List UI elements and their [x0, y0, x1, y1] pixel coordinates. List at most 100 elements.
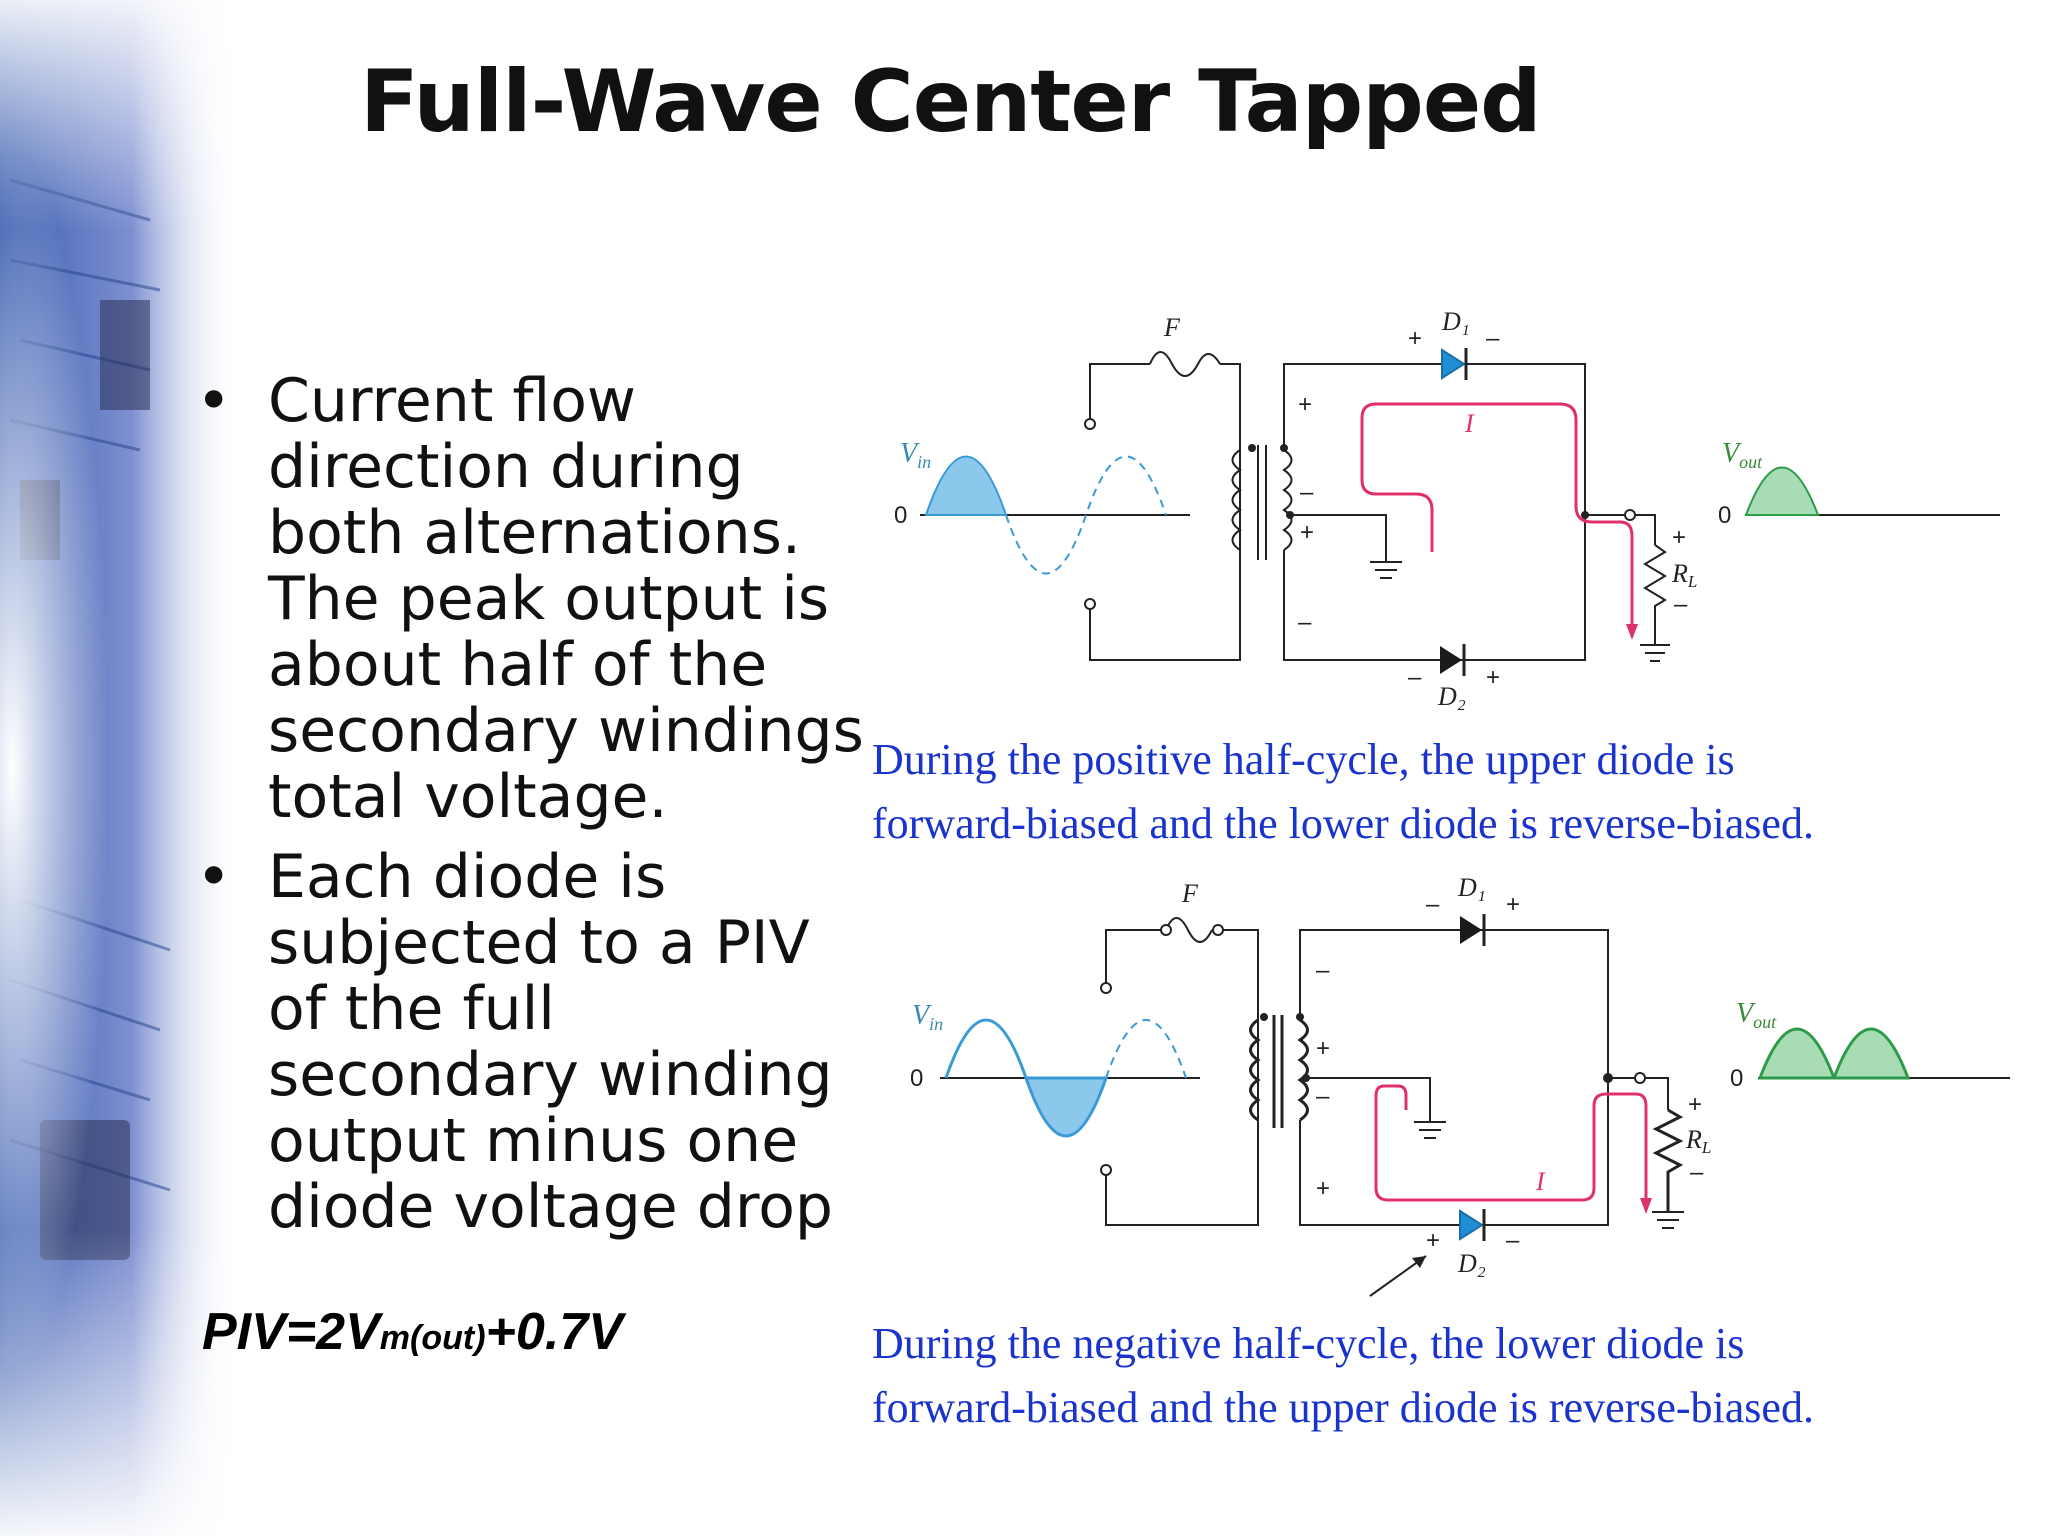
fuse-terminal	[1212, 924, 1224, 936]
primary-terminal-bottom	[1100, 1164, 1112, 1176]
fuse-terminal	[1160, 924, 1172, 936]
input-positive-half-wave	[924, 455, 1008, 516]
secondary-wiring	[1283, 363, 1586, 661]
output-half-wave	[1831, 1027, 1911, 1080]
output-terminal	[1624, 509, 1636, 521]
input-zero-label: 0	[894, 502, 907, 529]
current-label: I	[1535, 1167, 1546, 1196]
diode-d2	[1440, 644, 1466, 676]
secondary-plus-mid: +	[1316, 1035, 1330, 1062]
fuse-symbol	[1165, 917, 1213, 943]
secondary-minus-mid: –	[1316, 1083, 1330, 1110]
bullet-line: direction during	[268, 432, 744, 502]
d2-label: D₂	[1457, 1249, 1486, 1278]
diode-d1	[1441, 348, 1468, 380]
pointer-arrow-head	[1412, 1256, 1426, 1268]
input-negative-half-wave	[1023, 1076, 1109, 1138]
load-resistor	[1652, 1108, 1684, 1212]
input-remaining-wave	[1105, 1019, 1187, 1079]
load-resistor	[1643, 544, 1667, 645]
rl-minus: –	[1674, 591, 1688, 618]
transformer	[1231, 445, 1293, 560]
input-positive-wave	[944, 1018, 1028, 1079]
vin-label: Vin	[912, 1000, 943, 1034]
slide-title: Full-Wave Center Tapped	[360, 52, 1542, 152]
output-node	[1581, 511, 1589, 519]
piv-formula: PIV=2Vm(out)+0.7V	[202, 1302, 623, 1362]
primary-wiring	[1105, 929, 1259, 1226]
output-zero-label: 0	[1718, 502, 1731, 529]
bullet-line: secondary winding	[268, 1040, 833, 1110]
rl-label: RL	[1685, 1125, 1711, 1157]
d2-minus: –	[1408, 664, 1422, 691]
vout-label: Vout	[1736, 998, 1777, 1032]
current-path	[1360, 402, 1634, 626]
output-zero-label: 0	[1730, 1065, 1743, 1092]
bullet-dot: •	[196, 366, 232, 436]
secondary-minus-bottom: –	[1298, 609, 1312, 636]
transformer	[1249, 1015, 1309, 1128]
load-ground-symbol	[1640, 644, 1670, 662]
fuse-label: F	[1163, 313, 1181, 342]
caption-line: forward-biased and the lower diode is re…	[872, 799, 1814, 848]
ground-symbol	[1414, 1121, 1446, 1139]
current-label: I	[1464, 409, 1475, 438]
bullet-line: about half of the	[268, 630, 768, 700]
formula-tail: +0.7V	[485, 1303, 623, 1361]
ground-symbol	[1370, 561, 1402, 579]
decorative-circuit-board-strip	[0, 0, 240, 1536]
d2-minus: –	[1506, 1227, 1520, 1254]
bullet-line: total voltage.	[268, 762, 668, 832]
primary-terminal-top	[1084, 418, 1096, 430]
d1-plus: +	[1408, 325, 1422, 352]
current-path	[1374, 1084, 1648, 1202]
rl-minus: –	[1690, 1159, 1704, 1186]
bullet-list: • Current flow direction during both alt…	[190, 368, 870, 1254]
output-half-wave	[1757, 1027, 1837, 1080]
current-arrow	[1640, 1198, 1652, 1214]
circuit-diagram-negative-half-cycle: 0 Vin F D₁ – + D₂ + – – + – +	[910, 873, 2010, 1297]
center-tap-wire	[1290, 514, 1387, 562]
fuse-symbol	[1149, 351, 1221, 377]
caption-negative-half-cycle: During the negative half-cycle, the lowe…	[872, 1312, 1814, 1440]
secondary-plus-bottom: +	[1316, 1175, 1330, 1202]
secondary-plus-top: +	[1298, 391, 1312, 418]
caption-line: forward-biased and the upper diode is re…	[872, 1383, 1814, 1432]
load-wiring	[1585, 514, 1656, 545]
output-half-wave	[1744, 466, 1820, 516]
bullet-line: both alternations.	[268, 498, 801, 568]
rl-plus: +	[1672, 524, 1686, 551]
bullet-line: Each diode is	[268, 842, 667, 912]
rl-label: RL	[1671, 559, 1697, 591]
input-remaining-wave	[1005, 455, 1167, 575]
d2-label: D₂	[1437, 682, 1466, 711]
polarity-dot	[1260, 1013, 1268, 1021]
bullet-line: diode voltage drop	[268, 1172, 834, 1242]
center-tap-wire	[1306, 1077, 1431, 1122]
fuse-label: F	[1181, 879, 1199, 908]
bullet-line: subjected to a PIV	[268, 908, 810, 978]
formula-main: PIV=2V	[202, 1303, 380, 1361]
d1-minus: –	[1486, 325, 1500, 352]
diode-d1	[1460, 914, 1486, 946]
current-arrow	[1626, 624, 1638, 640]
bullet-item-piv: • Each diode is subjected to a PIV of th…	[190, 844, 870, 1240]
d1-plus: +	[1506, 891, 1520, 918]
input-zero-label: 0	[910, 1065, 923, 1092]
output-node	[1603, 1073, 1613, 1083]
center-tap-node	[1302, 1074, 1310, 1082]
secondary-plus-mid: +	[1300, 519, 1314, 546]
bullet-dot: •	[196, 842, 232, 912]
primary-terminal-bottom	[1084, 598, 1096, 610]
caption-positive-half-cycle: During the positive half-cycle, the uppe…	[872, 728, 1814, 856]
d1-label: D₁	[1441, 307, 1470, 336]
d2-plus: +	[1486, 664, 1500, 691]
bullet-line: The peak output is	[268, 564, 830, 634]
secondary-minus-mid: –	[1300, 479, 1314, 506]
bullet-line: output minus one	[268, 1106, 799, 1176]
bullet-line: of the full	[268, 974, 555, 1044]
primary-wiring	[1089, 363, 1241, 661]
rl-plus: +	[1688, 1091, 1702, 1118]
diode-d2	[1459, 1209, 1486, 1241]
caption-line: During the negative half-cycle, the lowe…	[872, 1319, 1745, 1368]
